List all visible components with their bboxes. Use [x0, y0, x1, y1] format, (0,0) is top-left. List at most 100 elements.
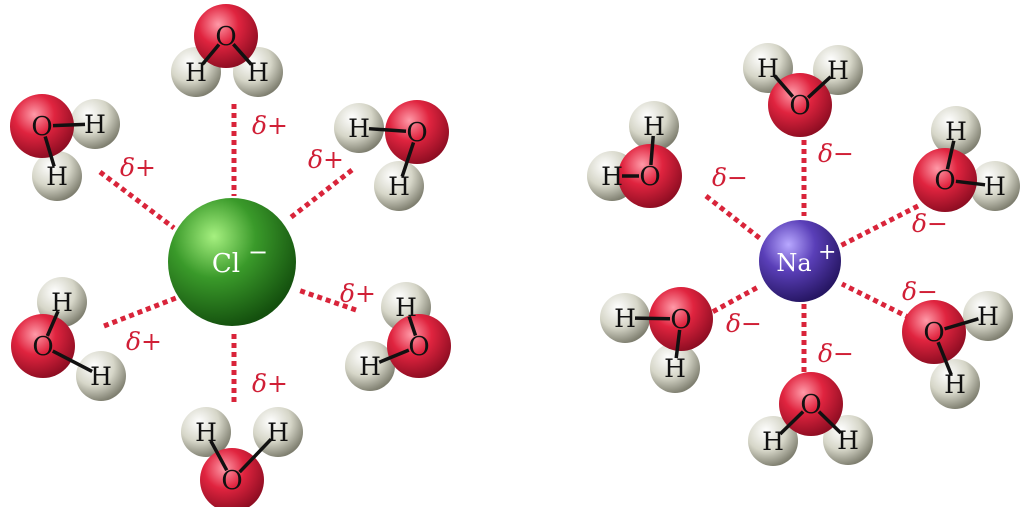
- oxygen-atom: [913, 148, 977, 212]
- oxygen-label: O: [215, 22, 236, 52]
- partial-charge-label: δ−: [712, 163, 748, 192]
- o-h-bond: [806, 75, 832, 99]
- hydrogen-label: H: [247, 58, 269, 87]
- partial-charge-label: δ+: [252, 369, 288, 398]
- o-h-bond: [634, 316, 671, 321]
- hydrogen-label: H: [359, 352, 381, 381]
- water-molecule: OH H: [743, 43, 863, 137]
- water-molecule: OHH: [902, 291, 1013, 409]
- o-h-bond: [778, 410, 805, 436]
- partial-charge-label: δ+: [252, 111, 288, 140]
- hydrogen-label: H: [388, 172, 410, 201]
- o-h-bond: [238, 438, 273, 474]
- hydrogen-label: H: [267, 418, 289, 447]
- hydrogen-atom: [181, 407, 231, 457]
- hydrogen-label: H: [46, 162, 68, 191]
- o-h-bond: [407, 315, 418, 337]
- o-h-bond: [209, 439, 229, 472]
- partial-charge-label: δ−: [818, 139, 854, 168]
- attraction-dotted-line: [703, 283, 762, 319]
- hydrogen-label: H: [348, 114, 370, 143]
- attraction-dotted-line: [103, 295, 177, 329]
- o-h-bond: [43, 136, 56, 167]
- ion-charge-label: +: [818, 240, 836, 265]
- hydrogen-label: H: [614, 304, 636, 333]
- ion-symbol-label: Cl: [212, 249, 240, 279]
- hydrogen-label: H: [90, 362, 112, 391]
- hydrogen-label: H: [51, 288, 73, 317]
- partial-charge-label: δ+: [120, 153, 156, 182]
- o-h-bond: [201, 43, 221, 66]
- hydrogen-atom: [334, 103, 384, 153]
- hydrogen-atom: [70, 99, 120, 149]
- o-h-bond: [936, 341, 953, 376]
- partial-charge-label: δ−: [912, 209, 948, 238]
- hydrogen-label: H: [762, 427, 784, 456]
- oxygen-label: O: [639, 162, 660, 192]
- ion-sphere: [759, 220, 841, 302]
- o-h-bond: [232, 43, 253, 66]
- o-h-bond: [51, 349, 93, 373]
- o-h-bond: [400, 141, 416, 178]
- hydrogen-atom: [963, 291, 1013, 341]
- o-h-bond: [674, 329, 682, 359]
- hydrogen-label: H: [757, 54, 779, 83]
- partial-charge-label: δ+: [126, 327, 162, 356]
- sodium-ion: Na +: [759, 220, 841, 302]
- hydrogen-label: H: [195, 418, 217, 447]
- o-h-bond: [945, 140, 956, 170]
- oxygen-label: O: [789, 91, 810, 121]
- hydrogen-atom: [37, 277, 87, 327]
- oxygen-atom: [11, 314, 75, 378]
- hydrogen-atom: [600, 293, 650, 343]
- hydrogen-atom: [629, 101, 679, 151]
- o-h-bond: [773, 74, 795, 98]
- hydrogen-atom: [970, 161, 1020, 211]
- oxygen-label: O: [32, 332, 53, 362]
- attraction-dotted-line: [288, 168, 354, 220]
- o-h-bond: [378, 348, 410, 364]
- o-h-bond: [45, 310, 60, 337]
- hydrogen-label: H: [395, 293, 417, 322]
- oxygen-label: O: [31, 112, 52, 142]
- partial-charge-label: δ+: [340, 279, 376, 308]
- oxygen-atom: [387, 314, 451, 378]
- hydrogen-label: H: [827, 56, 849, 85]
- hydrogen-label: H: [185, 58, 207, 87]
- oxygen-label: O: [934, 166, 955, 196]
- oxygen-label: O: [670, 305, 691, 335]
- hydrogen-label: H: [664, 354, 686, 383]
- hydrogen-label: H: [84, 110, 106, 139]
- o-h-bond: [52, 122, 86, 128]
- hydrogen-atom: [374, 161, 424, 211]
- hydrogen-atom: [345, 341, 395, 391]
- chloride-ion: Cl−: [168, 198, 296, 326]
- oxygen-atom: [618, 144, 682, 208]
- hydrogen-label: H: [944, 370, 966, 399]
- oxygen-label: O: [923, 318, 944, 348]
- oxygen-atom: [902, 300, 966, 364]
- hydrogen-atom: [931, 106, 981, 156]
- water-molecule: OHH: [11, 277, 126, 401]
- water-molecule: OHH: [334, 100, 449, 211]
- hydrogen-label: H: [984, 172, 1006, 201]
- hydrogen-label: H: [837, 426, 859, 455]
- o-h-bond: [955, 179, 986, 187]
- hydrogen-atom: [650, 343, 700, 393]
- ion-symbol-label: Na: [776, 249, 811, 277]
- oxygen-label: O: [406, 118, 427, 148]
- o-h-bond: [944, 317, 979, 331]
- partial-charge-label: δ−: [726, 309, 762, 338]
- partial-charge-label: δ−: [902, 277, 938, 306]
- water-molecule: OHH: [600, 287, 713, 393]
- ion-charge-label: −: [248, 238, 268, 266]
- ion-sphere: [168, 198, 296, 326]
- oxygen-atom: [649, 287, 713, 351]
- water-molecule: OHH: [345, 282, 451, 391]
- o-h-bond: [368, 126, 407, 133]
- partial-charge-label: δ+: [308, 145, 344, 174]
- hydrogen-atom: [32, 151, 82, 201]
- water-molecule: OHH: [587, 101, 682, 208]
